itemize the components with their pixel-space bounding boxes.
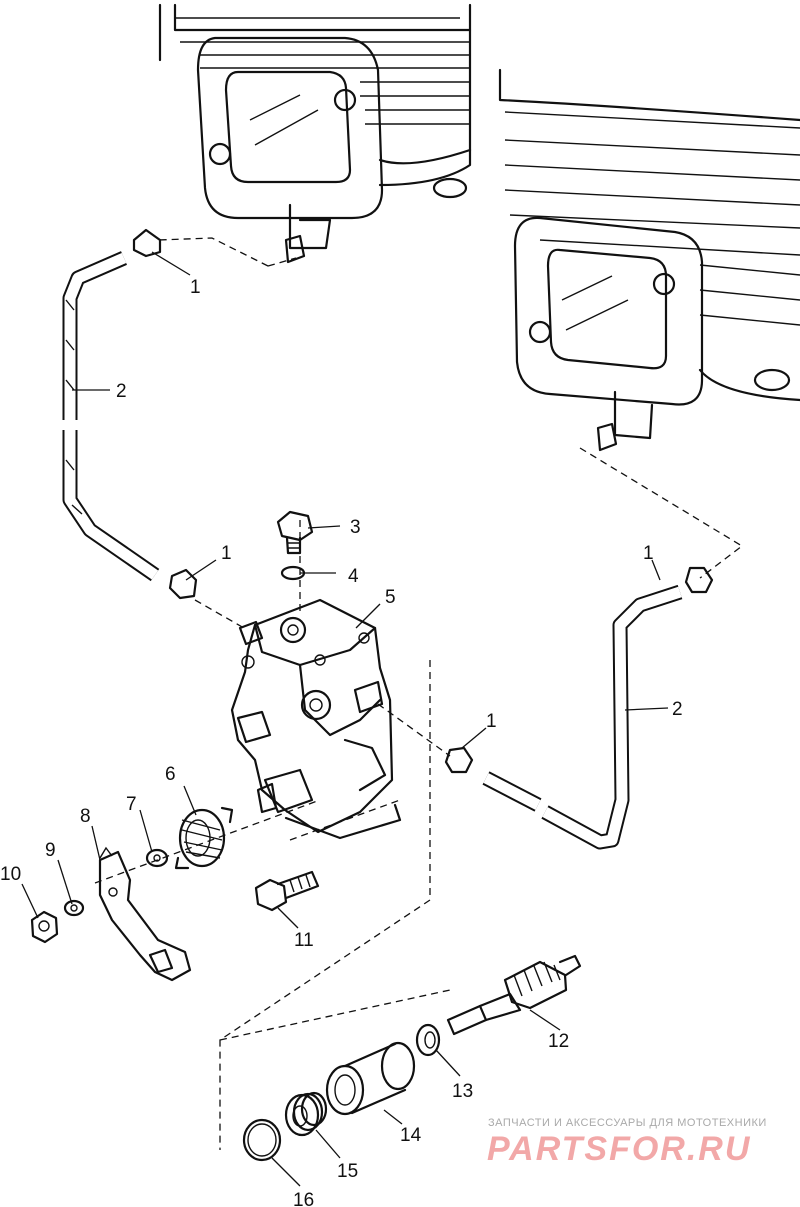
callout-11: 11 xyxy=(294,930,314,951)
pump-lever xyxy=(98,846,192,982)
compression-spring xyxy=(284,1091,328,1137)
flat-washer xyxy=(145,848,169,868)
return-spring xyxy=(174,806,234,870)
right-exhaust-flange xyxy=(513,216,704,406)
left-cylinder xyxy=(158,3,472,264)
callout-12: 12 xyxy=(548,1031,569,1052)
lock-washer xyxy=(63,899,85,917)
right-cylinder xyxy=(498,68,800,452)
banjo-bolt xyxy=(276,510,314,555)
callout-4: 4 xyxy=(348,566,359,587)
callout-8: 8 xyxy=(80,806,91,827)
callout-15: 15 xyxy=(337,1161,358,1182)
callout-1d: 1 xyxy=(486,711,497,732)
callout-3: 3 xyxy=(350,517,361,538)
callout-2a: 2 xyxy=(116,381,127,402)
shaft-seal xyxy=(415,1023,441,1057)
left-hose xyxy=(62,251,160,582)
mounting-screw xyxy=(254,870,320,912)
watermark-caption: ЗАПЧАСТИ И АКСЕССУАРЫ ДЛЯ МОТОТЕХНИКИ xyxy=(488,1117,767,1129)
hose-clamps xyxy=(132,228,714,774)
right-hose xyxy=(482,584,683,850)
watermark-brand: PARTSFOR.RU xyxy=(487,1130,751,1168)
guide-lines xyxy=(94,237,744,1150)
callout-14: 14 xyxy=(400,1125,422,1146)
oil-pump-body xyxy=(230,598,402,840)
drive-shaft-gear xyxy=(446,954,582,1036)
leader-lines xyxy=(21,251,669,1187)
callout-6: 6 xyxy=(165,764,176,785)
callout-7: 7 xyxy=(126,794,137,815)
callout-5: 5 xyxy=(385,587,396,608)
left-exhaust-flange xyxy=(196,36,384,220)
callout-1a: 1 xyxy=(190,277,201,298)
callout-16: 16 xyxy=(293,1190,314,1207)
callout-1b: 1 xyxy=(221,543,232,564)
o-ring xyxy=(242,1118,282,1162)
callout-1c: 1 xyxy=(643,543,654,564)
callout-2b: 2 xyxy=(672,699,683,720)
shaft-sleeve xyxy=(325,1041,416,1116)
callout-10: 10 xyxy=(0,864,21,885)
callout-13: 13 xyxy=(452,1081,473,1102)
hex-nut xyxy=(30,910,59,944)
callout-9: 9 xyxy=(45,840,56,861)
watermark: ЗАПЧАСТИ И АКСЕССУАРЫ ДЛЯ МОТОТЕХНИКИ PA… xyxy=(487,1117,767,1168)
callout-labels: 1 2 1 3 4 5 1 2 1 6 7 8 9 10 11 12 13 14… xyxy=(0,277,683,1207)
